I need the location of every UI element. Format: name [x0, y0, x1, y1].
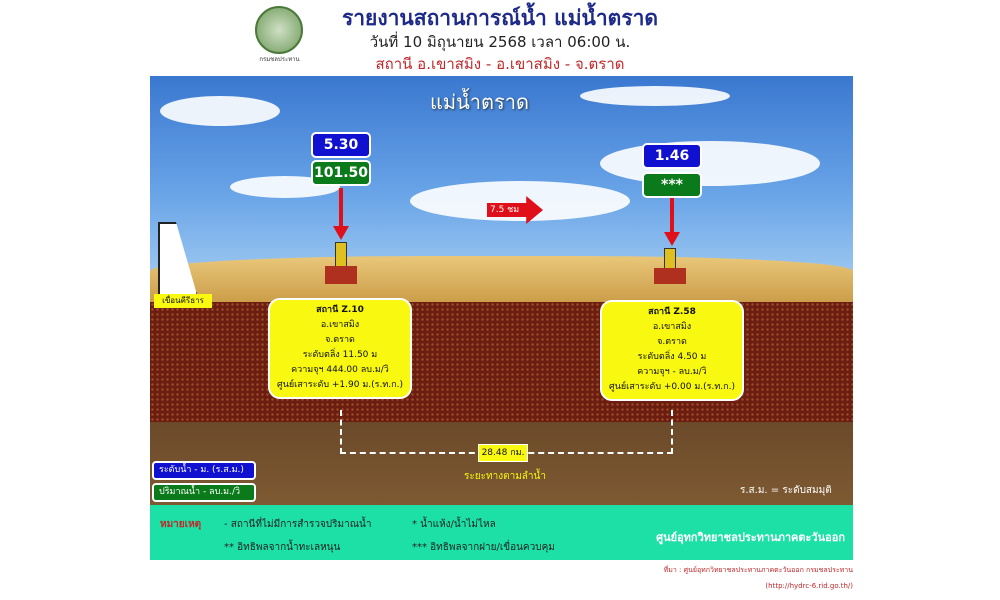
station2-info: สถานี Z.58 อ.เขาสมิง จ.ตราด ระดับตลิ่ง 4…	[600, 300, 744, 401]
station-capacity: ความจุฯ 444.00 ลบ.ม/วิ	[291, 365, 389, 375]
station-datum: ศูนย์เสาระดับ +0.00 ม.(ร.ท.ก.)	[609, 382, 735, 392]
distance-label: ระยะทางตามลำน้ำ	[464, 471, 546, 482]
flow-time: 7.5 ชม	[490, 205, 520, 215]
river-title: แม่น้ำตราด	[430, 90, 529, 114]
down-arrow-icon	[339, 188, 343, 228]
station2-flow: ***	[642, 172, 702, 198]
station1-flow: 101.50	[311, 160, 371, 186]
msl-note: ร.ส.ม. = ระดับสมมุติ	[740, 485, 832, 496]
note-2: * น้ำแห้ง/น้ำไม่ไหล	[412, 519, 496, 530]
note-4: *** อิทธิพลจากฝาย/เขื่อนควบคุม	[412, 542, 555, 553]
page-title: รายงานสถานการณ์น้ำ แม่น้ำตราด	[341, 6, 659, 30]
logo-text: กรมชลประทาน	[259, 56, 300, 63]
soil-layer	[150, 302, 853, 422]
cloud	[580, 86, 730, 106]
station-province: จ.ตราด	[325, 335, 355, 345]
note-3: ** อิทธิพลจากน้ำทะเลหนุน	[224, 542, 341, 553]
dam-label: เขื่อนคีรีธาร	[154, 294, 212, 308]
station-title: สถานี อ.เขาสมิง - อ.เขาสมิง - จ.ตราด	[375, 55, 625, 73]
station-bank-level: ระดับตลิ่ง 4.50 ม	[637, 352, 707, 362]
cloud	[600, 141, 820, 186]
rid-logo	[255, 6, 303, 54]
note-1: - สถานีที่ไม่มีการสำรวจปริมาณน้ำ	[224, 519, 372, 530]
station-house-icon	[325, 266, 357, 284]
station-name: สถานี Z.58	[648, 307, 696, 317]
station-datum: ศูนย์เสาระดับ +1.90 ม.(ร.ท.ก.)	[277, 380, 403, 390]
legend-flow: ปริมาณน้ำ - ลบ.ม./วิ	[152, 483, 256, 502]
distance-value: 28.48 กม.	[478, 444, 528, 462]
station-bank-level: ระดับตลิ่ง 11.50 ม	[302, 350, 378, 360]
riverbed-layer	[150, 422, 853, 505]
center-name: ศูนย์อุทกวิทยาชลประทานภาคตะวันออก	[656, 531, 845, 544]
station-house-icon	[654, 268, 686, 284]
station1-level: 5.30	[311, 132, 371, 158]
down-arrow-icon	[670, 198, 674, 234]
notes-bar	[150, 505, 853, 560]
cloud	[160, 96, 280, 126]
sand-ground	[150, 256, 853, 306]
source-text: ที่มา : ศูนย์อุทกวิทยาชลประทานภาคตะวันออ…	[663, 566, 853, 574]
station-capacity: ความจุฯ - ลบ.ม/วิ	[637, 367, 707, 377]
station1-info: สถานี Z.10 อ.เขาสมิง จ.ตราด ระดับตลิ่ง 1…	[268, 298, 412, 399]
down-arrow-head-icon	[333, 226, 349, 240]
station-name: สถานี Z.10	[316, 305, 364, 315]
notes-label: หมายเหตุ	[160, 519, 202, 530]
station-amphoe: อ.เขาสมิง	[320, 320, 360, 330]
river-diagram: แม่น้ำตราด เขื่อนคีรีธาร 5.30 101.50 สถา…	[150, 76, 853, 560]
station-amphoe: อ.เขาสมิง	[652, 322, 692, 332]
down-arrow-head-icon	[664, 232, 680, 246]
report-date: วันที่ 10 มิถุนายน 2568 เวลา 06:00 น.	[369, 33, 631, 51]
station2-level: 1.46	[642, 143, 702, 169]
station-province: จ.ตราด	[657, 337, 687, 347]
source-url[interactable]: (http://hydrc-6.rid.go.th/)	[765, 582, 853, 590]
legend-level: ระดับน้ำ - ม. (ร.ส.ม.)	[152, 461, 256, 480]
